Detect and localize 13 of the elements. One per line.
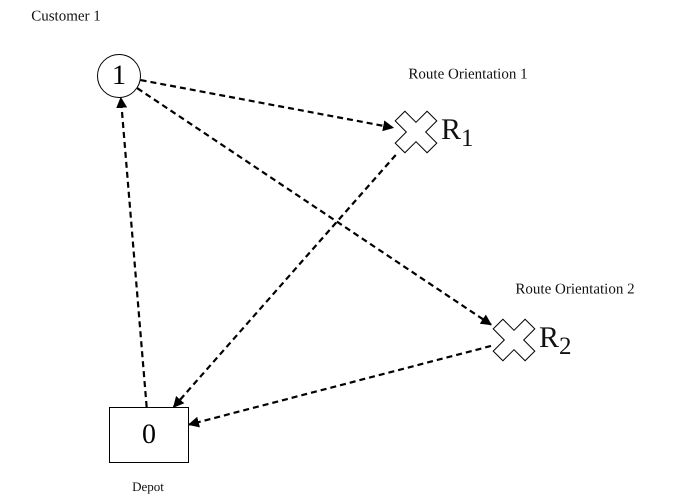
route-label: R$_{2}$ xyxy=(539,321,572,362)
node-caption: Depot xyxy=(132,479,164,495)
arrow xyxy=(136,87,492,326)
route-label: R$_{1}$ xyxy=(441,113,474,154)
node-caption: Route Orientation 2 xyxy=(515,282,635,298)
node-caption: Customer 1 xyxy=(31,8,101,26)
depot-box: 0 xyxy=(109,407,189,463)
node-caption: Route Orientation 1 xyxy=(408,66,528,84)
arrow xyxy=(140,79,394,132)
arrow xyxy=(116,96,148,408)
arrow xyxy=(188,344,492,428)
arrow xyxy=(172,154,397,408)
customer-circle: 1 xyxy=(97,54,141,98)
